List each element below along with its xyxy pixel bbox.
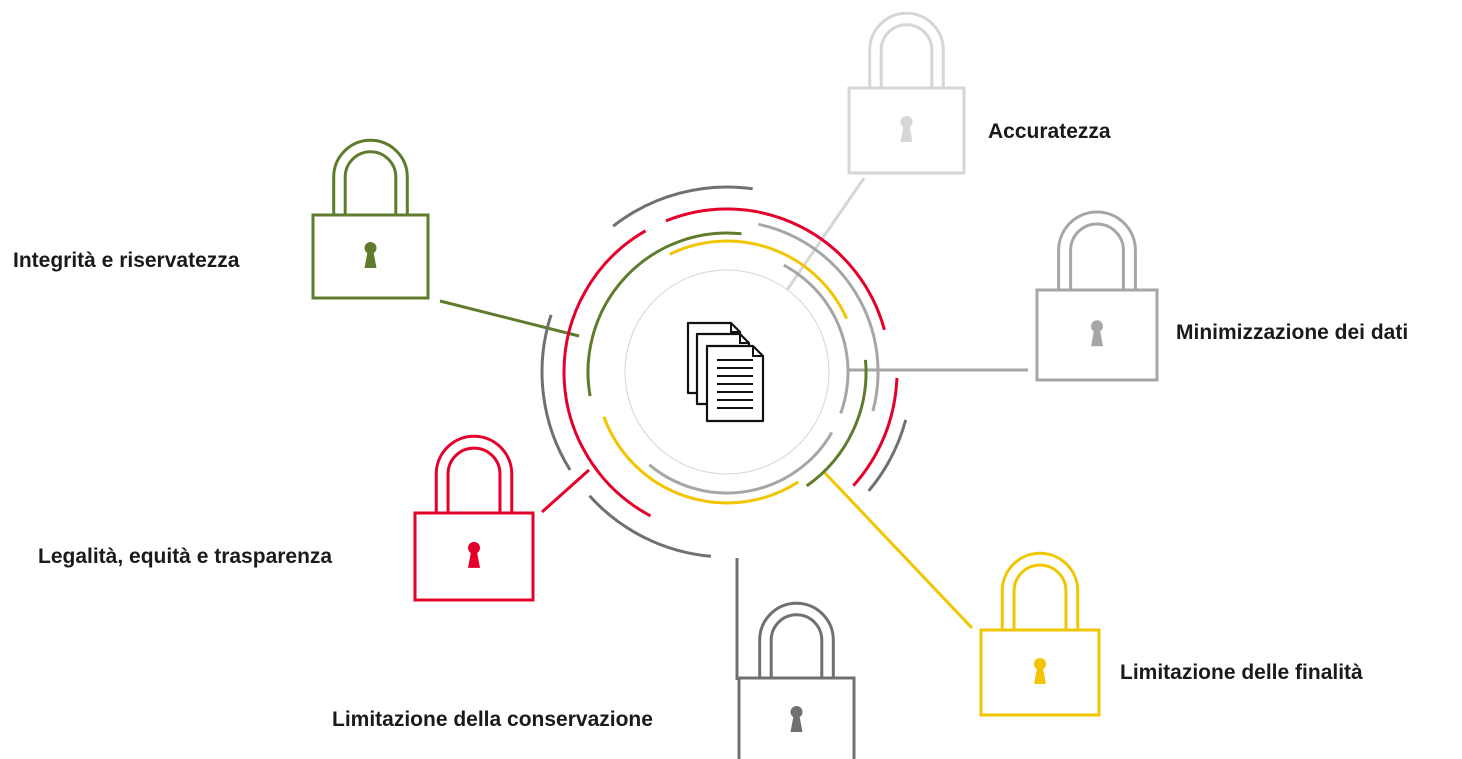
label-accuratezza: Accuratezza [988,120,1111,143]
ring-arc-conservazione-r185-1 [540,314,572,471]
keyhole [468,541,480,554]
ring-arc-conservazione-r185-2 [588,494,712,558]
ring-arc-conservazione-r185-3 [867,419,908,492]
documents-icon [686,321,765,423]
ring-arc-integrita-r139-0 [805,359,868,488]
keyhole [364,242,377,255]
ring-arc-legalita-r163-1 [665,207,886,331]
connector-accuratezza [785,177,866,291]
connector-legalita [541,468,590,514]
ring-arc-legalita-r170-0 [852,377,899,487]
keyhole [1091,320,1103,333]
label-integrita: Integrità e riservatezza [13,249,240,272]
connectors [439,177,1028,680]
ring-arc-conservazione-r185-0 [612,185,753,228]
ring-arc-minimizzazione-r151-0 [758,222,880,412]
ring-arc-integrita-r139-1 [586,231,742,397]
lock-icon-conservazione [737,601,856,759]
lock-icon-minimizzazione [1035,210,1159,382]
ring-arc-minimizzazione-r121-1 [783,263,850,414]
locks [311,11,1159,759]
keyhole [900,115,913,128]
ring-arc-legalita-r163-0 [562,229,652,518]
label-conservazione: Limitazione della conservazione [332,708,653,731]
concentric-rings [540,185,908,558]
connector-integrita [439,299,580,338]
connector-finalita [822,470,974,630]
keyhole [790,705,803,718]
lock-icon-accuratezza [847,11,966,175]
lock-icon-legalita [413,434,535,602]
label-finalita: Limitazione delle finalità [1120,661,1363,684]
ring-arc-finalita-r131-0 [602,416,800,505]
label-minimizzazione: Minimizzazione dei dati [1176,321,1409,344]
ring-accuratezza-r102 [624,269,830,475]
lock-icon-integrita [311,138,430,300]
keyhole [1034,657,1046,670]
ring-arc-finalita-r131-1 [668,239,849,320]
label-legalita: Legalità, equità e trasparenza [38,545,333,568]
lock-icon-finalita [979,551,1101,717]
ring-arc-minimizzazione-r121-0 [648,431,834,495]
